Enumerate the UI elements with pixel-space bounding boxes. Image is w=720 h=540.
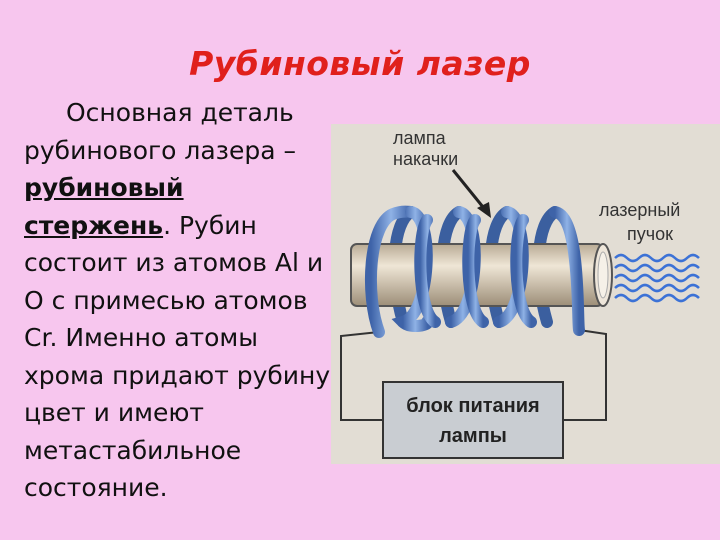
slide-title: Рубиновый лазер [189, 44, 531, 83]
label-beam-line1: лазерный [599, 200, 680, 220]
wire-right [563, 329, 607, 421]
paragraph-emphasis: рубиновый стержень [24, 173, 184, 240]
wire-left [340, 331, 383, 421]
pump-lamp-coil [365, 205, 585, 338]
paragraph-text-1: Основная деталь рубинового лазера – [24, 98, 296, 165]
laser-diagram: лампа накачки лазерный пучок блок питани… [331, 124, 720, 464]
lamp-arrow-head [477, 202, 491, 218]
paragraph-text-2: . Рубин состоит из атомов Al и O с приме… [24, 210, 331, 503]
body-paragraph: Основная деталь рубинового лазера – руби… [24, 94, 334, 507]
power-supply-box [382, 381, 564, 459]
label-lamp-line1: лампа [393, 128, 447, 148]
laser-beam [614, 253, 700, 303]
laser-diagram-svg: лампа накачки лазерный пучок блок питани… [331, 124, 720, 464]
label-beam-line2: пучок [627, 224, 673, 244]
label-power-line2: лампы [439, 425, 507, 447]
label-power-line1: блок питания [406, 395, 539, 417]
lamp-arrow [451, 169, 489, 213]
rod-end-inner [597, 251, 609, 299]
label-lamp-line2: накачки [393, 149, 458, 169]
